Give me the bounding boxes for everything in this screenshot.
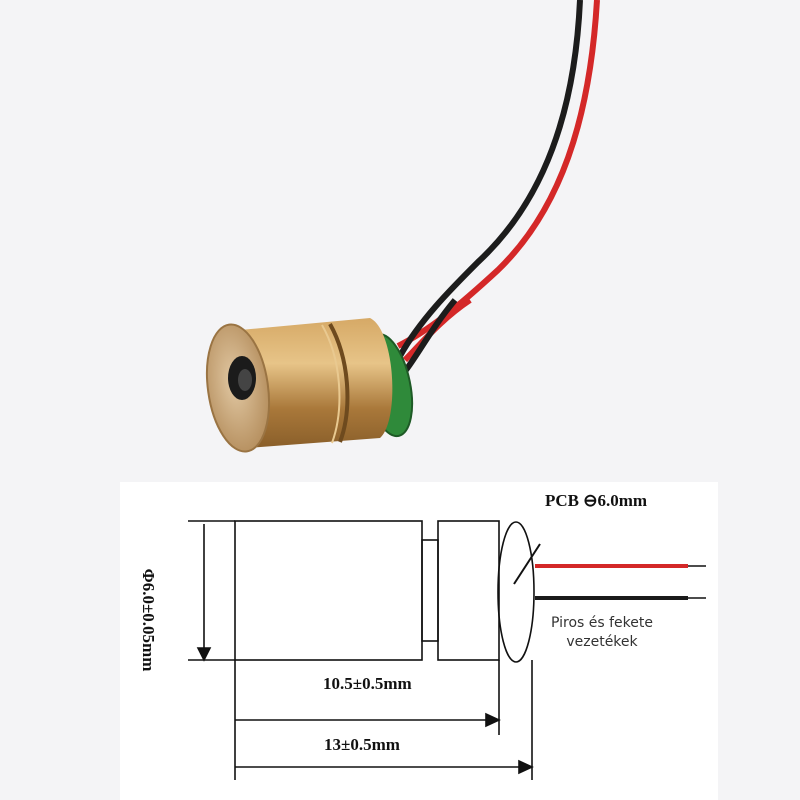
technical-drawing	[188, 520, 541, 780]
pcb-outline	[497, 521, 535, 663]
total-length-label: 13±0.5mm	[324, 735, 400, 754]
black-wire	[397, 0, 583, 358]
body-length-label: 10.5±0.5mm	[323, 674, 412, 693]
pcb-diameter-label: PCB ⊖6.0mm	[545, 491, 648, 510]
red-wire	[396, 0, 600, 349]
wire-note: Piros és fekete vezetékek	[550, 615, 653, 650]
rear-section-outline	[437, 520, 500, 661]
diameter-label: Φ6.0±0.05mm	[139, 568, 158, 672]
brass-body	[240, 318, 393, 448]
